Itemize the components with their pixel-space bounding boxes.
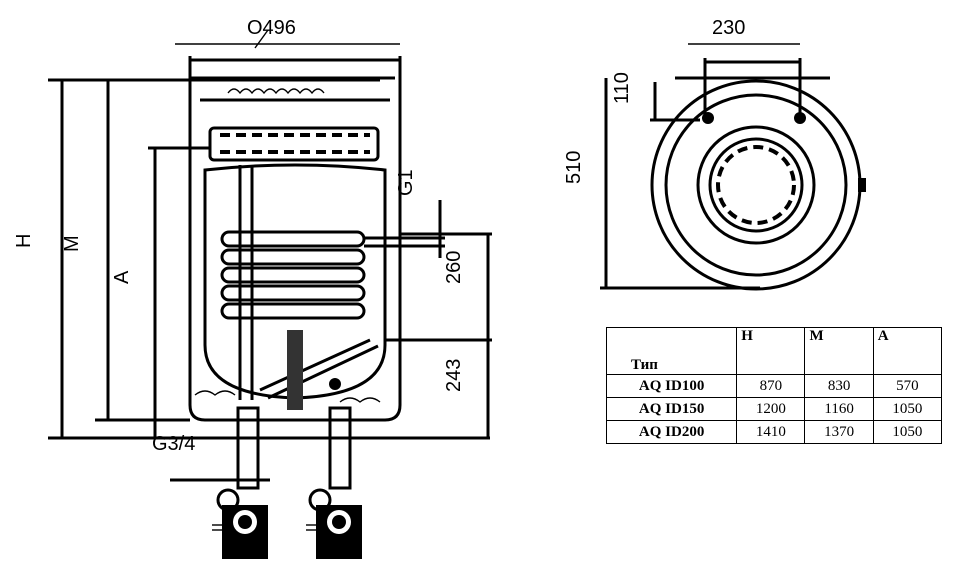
side-view: O496 [13, 17, 492, 559]
label-510: 510 [563, 151, 585, 184]
pump-right [306, 488, 362, 559]
col-header-M: M [804, 327, 874, 375]
tank-outer-shell [188, 56, 402, 422]
label-110: 110 [611, 72, 633, 104]
label-H: H [13, 234, 35, 248]
table-row: AQ ID100 870 830 570 [605, 374, 943, 398]
label-230: 230 [712, 17, 745, 39]
h-cell: 1410 [736, 420, 806, 444]
label-A: A [111, 270, 133, 284]
m-cell: 1370 [804, 420, 874, 444]
col-header-type: Тип [605, 327, 738, 375]
model-cell: AQ ID150 [605, 397, 738, 421]
tank-inner-shell [203, 163, 387, 400]
table-row: AQ ID150 1200 1160 1050 [605, 397, 943, 421]
label-M: M [61, 235, 83, 252]
label-G34: G3/4 [152, 433, 195, 455]
table-row: AQ ID200 1410 1370 1050 [605, 420, 943, 444]
heating-coil [220, 230, 445, 400]
table-header-row: Тип H M A [605, 327, 943, 375]
model-cell: AQ ID100 [605, 374, 738, 398]
col-header-A: A [872, 327, 943, 375]
label-243: 243 [443, 359, 465, 392]
a-cell: 1050 [872, 397, 943, 421]
spec-table: Тип H M A AQ ID100 870 830 570 AQ ID150 … [605, 327, 943, 444]
h-cell: 870 [736, 374, 806, 398]
label-260: 260 [443, 251, 465, 284]
a-cell: 1050 [872, 420, 943, 444]
pump-left [212, 488, 268, 559]
top-view: 230 110 510 [563, 17, 866, 291]
model-cell: AQ ID200 [605, 420, 738, 444]
m-cell: 830 [804, 374, 874, 398]
a-cell: 570 [872, 374, 943, 398]
m-cell: 1160 [804, 397, 874, 421]
tank-outer-circle [650, 79, 862, 291]
label-G1: G1 [395, 169, 417, 196]
h-cell: 1200 [736, 397, 806, 421]
diameter-label: O496 [247, 17, 296, 39]
col-header-H: H [736, 327, 806, 375]
heater-flange [208, 126, 380, 162]
